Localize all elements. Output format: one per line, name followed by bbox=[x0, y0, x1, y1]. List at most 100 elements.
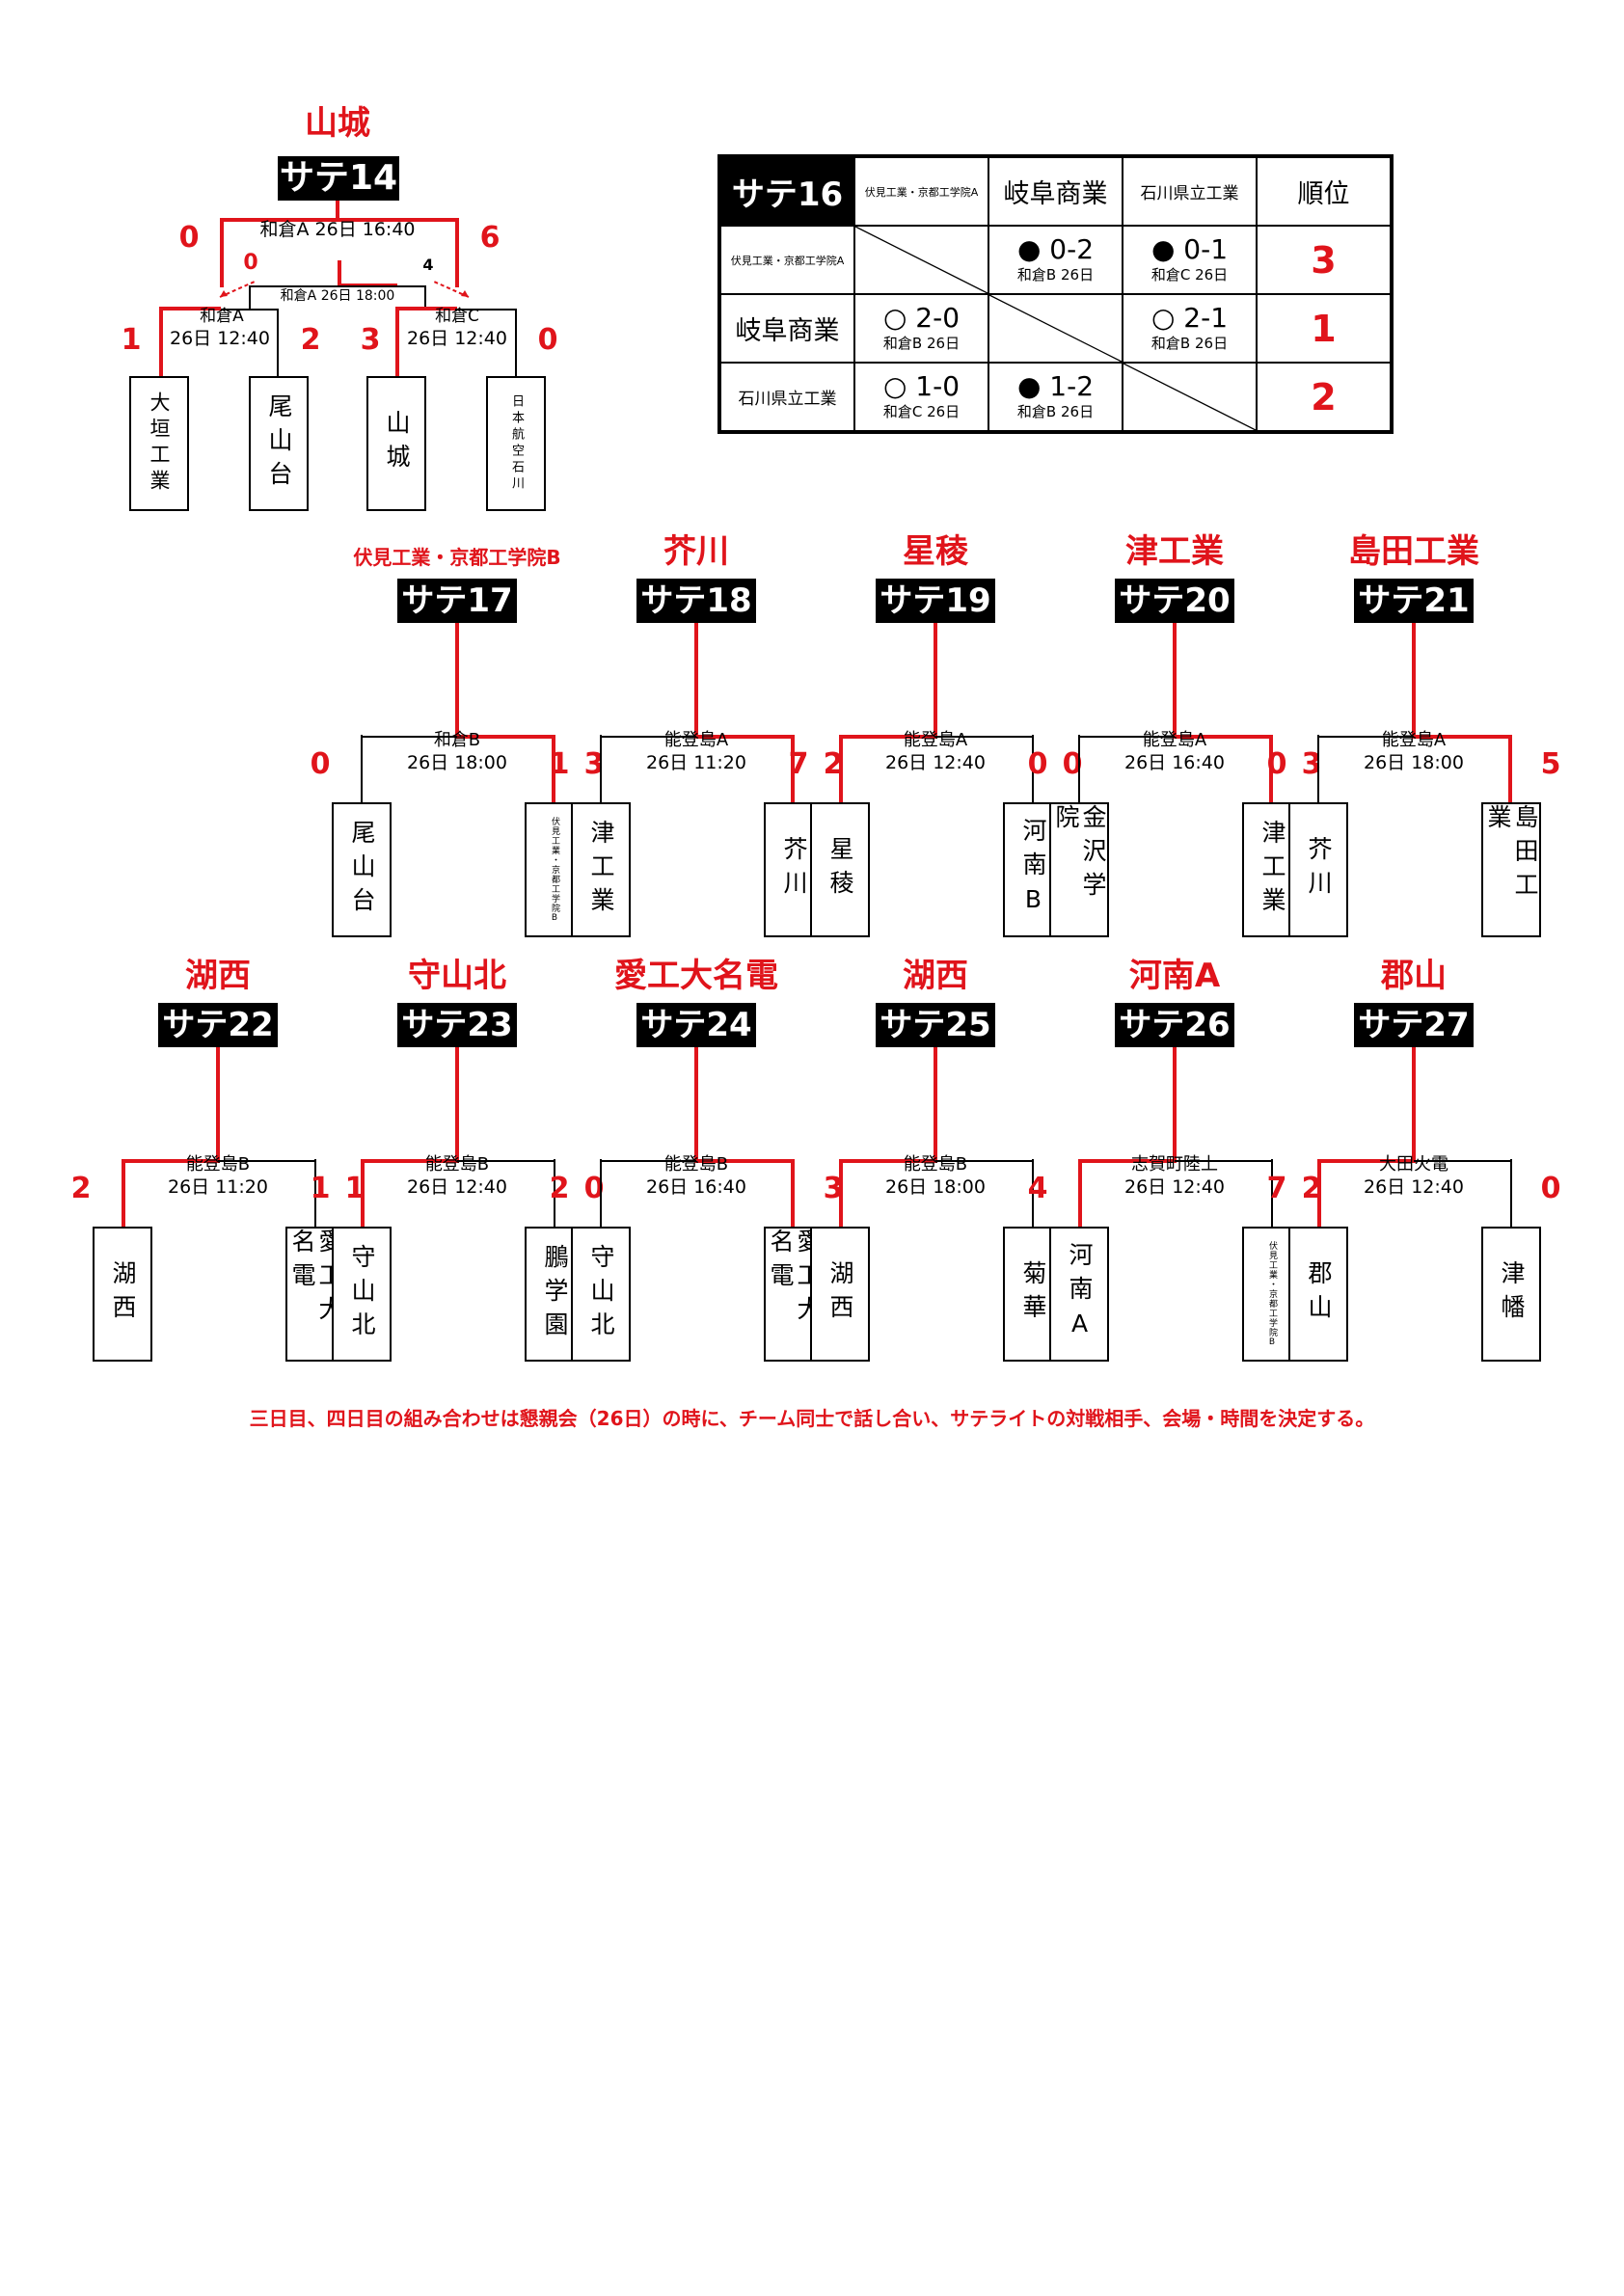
team-box: 郡山 bbox=[1288, 1227, 1348, 1362]
row-header: 伏見工業・京都工学院A bbox=[718, 225, 855, 295]
match-score-right: 0 bbox=[1062, 747, 1083, 781]
diagonal-cell bbox=[853, 225, 989, 295]
match-score-left: 1 bbox=[310, 1172, 331, 1205]
match-score-right: 0 bbox=[583, 1172, 605, 1205]
diagonal-cell bbox=[1122, 362, 1258, 433]
sate14-third-score-right: 4 bbox=[422, 256, 434, 274]
rank-cell: 1 bbox=[1256, 293, 1393, 364]
sate14-semi-right-venue: 和倉C bbox=[435, 307, 479, 326]
match-time: 26日 12:40 bbox=[407, 1176, 507, 1198]
match-winner: 星稜 bbox=[903, 532, 968, 571]
match-venue: 能登島A bbox=[903, 730, 968, 750]
match-score-right: 3 bbox=[583, 747, 605, 781]
sate14-semi-right-score-left: 3 bbox=[360, 323, 381, 357]
match-time: 26日 12:40 bbox=[885, 752, 986, 773]
team-box: 島田工業 bbox=[1481, 802, 1541, 937]
match-score-left: 0 bbox=[1027, 747, 1048, 781]
match-venue: 能登島A bbox=[1142, 730, 1207, 750]
match-venue: 能登島A bbox=[1381, 730, 1447, 750]
team-box: 守山北 bbox=[332, 1227, 392, 1362]
match-venue: 能登島A bbox=[663, 730, 729, 750]
match-venue: 和倉B bbox=[433, 730, 481, 750]
match-time: 26日 18:00 bbox=[1364, 752, 1464, 773]
team-box: 山城 bbox=[366, 376, 426, 511]
match-score-right: 1 bbox=[344, 1172, 365, 1205]
col-header: 石川県立工業 bbox=[1122, 155, 1258, 227]
team-box: 湖西 bbox=[810, 1227, 870, 1362]
rank-cell: 3 bbox=[1256, 225, 1393, 295]
team-box: 河南A bbox=[1049, 1227, 1109, 1362]
match-label: サテ25 bbox=[876, 1003, 995, 1047]
match-label: サテ27 bbox=[1354, 1003, 1474, 1047]
row-header: 石川県立工業 bbox=[718, 362, 855, 433]
match-time: 26日 12:40 bbox=[1364, 1176, 1464, 1198]
team-box: 金沢学院 bbox=[1049, 802, 1109, 937]
match-score-left: 2 bbox=[549, 1172, 570, 1205]
match-winner: 守山北 bbox=[408, 957, 506, 995]
match-score-right: 0 bbox=[1540, 1172, 1561, 1205]
col-header: 岐阜商業 bbox=[988, 155, 1123, 227]
match-venue: 能登島B bbox=[185, 1154, 251, 1175]
sate16-table: サテ16 伏見工業・京都工学院A 岐阜商業 石川県立工業 順位 伏見工業・京都工… bbox=[717, 154, 1394, 434]
match-label: サテ21 bbox=[1354, 579, 1474, 623]
team-box: 津幡 bbox=[1481, 1227, 1541, 1362]
team-box: 津工業 bbox=[571, 802, 631, 937]
match-time: 26日 11:20 bbox=[646, 752, 746, 773]
sate14-semi-left-venue: 和倉A bbox=[200, 307, 244, 326]
match-time: 26日 11:20 bbox=[168, 1176, 268, 1198]
match-venue: 能登島B bbox=[663, 1154, 729, 1175]
team-box: 尾山台 bbox=[332, 802, 392, 937]
team-box: 大垣工業 bbox=[129, 376, 189, 511]
match-score-left: 0 bbox=[1266, 747, 1287, 781]
match-label: サテ22 bbox=[158, 1003, 278, 1047]
match-winner: 河南A bbox=[1128, 957, 1221, 995]
team-box: 尾山台 bbox=[249, 376, 309, 511]
match-winner: 津工業 bbox=[1125, 532, 1224, 571]
sate14-final-venue: 和倉A 26日 16:40 bbox=[259, 219, 416, 240]
rank-cell: 2 bbox=[1256, 362, 1393, 433]
match-winner: 島田工業 bbox=[1348, 532, 1479, 571]
team-box: 守山北 bbox=[571, 1227, 631, 1362]
sate14-semi-left-score-right: 2 bbox=[300, 323, 321, 357]
footer-note: 三日目、四日目の組み合わせは懇親会（26日）の時に、チーム同士で話し合い、サテラ… bbox=[249, 1407, 1375, 1430]
match-venue: 能登島B bbox=[903, 1154, 968, 1175]
match-label: サテ24 bbox=[636, 1003, 756, 1047]
match-label: サテ26 bbox=[1115, 1003, 1234, 1047]
match-label: サテ19 bbox=[876, 579, 995, 623]
match-score-right: 2 bbox=[823, 747, 844, 781]
sate14-semi-left-time: 26日 12:40 bbox=[170, 328, 270, 349]
match-time: 26日 12:40 bbox=[1124, 1176, 1225, 1198]
match-time: 26日 18:00 bbox=[407, 752, 507, 773]
sate14-winner: 山城 bbox=[305, 104, 370, 143]
match-venue: 能登島B bbox=[424, 1154, 490, 1175]
col-header: 伏見工業・京都工学院A bbox=[853, 155, 989, 227]
match-score-left: 0 bbox=[310, 747, 331, 781]
match-label: サテ20 bbox=[1115, 579, 1234, 623]
match-winner: 湖西 bbox=[185, 957, 251, 995]
match-time: 26日 16:40 bbox=[1124, 752, 1225, 773]
match-winner: 伏見工業・京都工学院B bbox=[353, 546, 561, 569]
team-box: 湖西 bbox=[93, 1227, 152, 1362]
match-winner: 湖西 bbox=[903, 957, 968, 995]
match-label: サテ18 bbox=[636, 579, 756, 623]
match-venue: 大田火電 bbox=[1379, 1154, 1448, 1175]
row-header: 岐阜商業 bbox=[718, 293, 855, 364]
team-box: 芥川 bbox=[1288, 802, 1348, 937]
diagonal-cell bbox=[988, 293, 1123, 364]
sate14-semi-right-time: 26日 12:40 bbox=[407, 328, 507, 349]
match-score-left: 7 bbox=[788, 747, 809, 781]
match-time: 26日 16:40 bbox=[646, 1176, 746, 1198]
sate14-semi-right-score-right: 0 bbox=[537, 323, 558, 357]
match-score-right: 5 bbox=[1540, 747, 1561, 781]
sate14-third-venue: 和倉A 26日 18:00 bbox=[280, 288, 395, 304]
arrow-icon bbox=[219, 281, 256, 298]
match-time: 26日 18:00 bbox=[885, 1176, 986, 1198]
team-box: 星稜 bbox=[810, 802, 870, 937]
team-box: 日本航空石川 bbox=[486, 376, 546, 511]
sate14-third-score-left: 0 bbox=[243, 251, 258, 275]
